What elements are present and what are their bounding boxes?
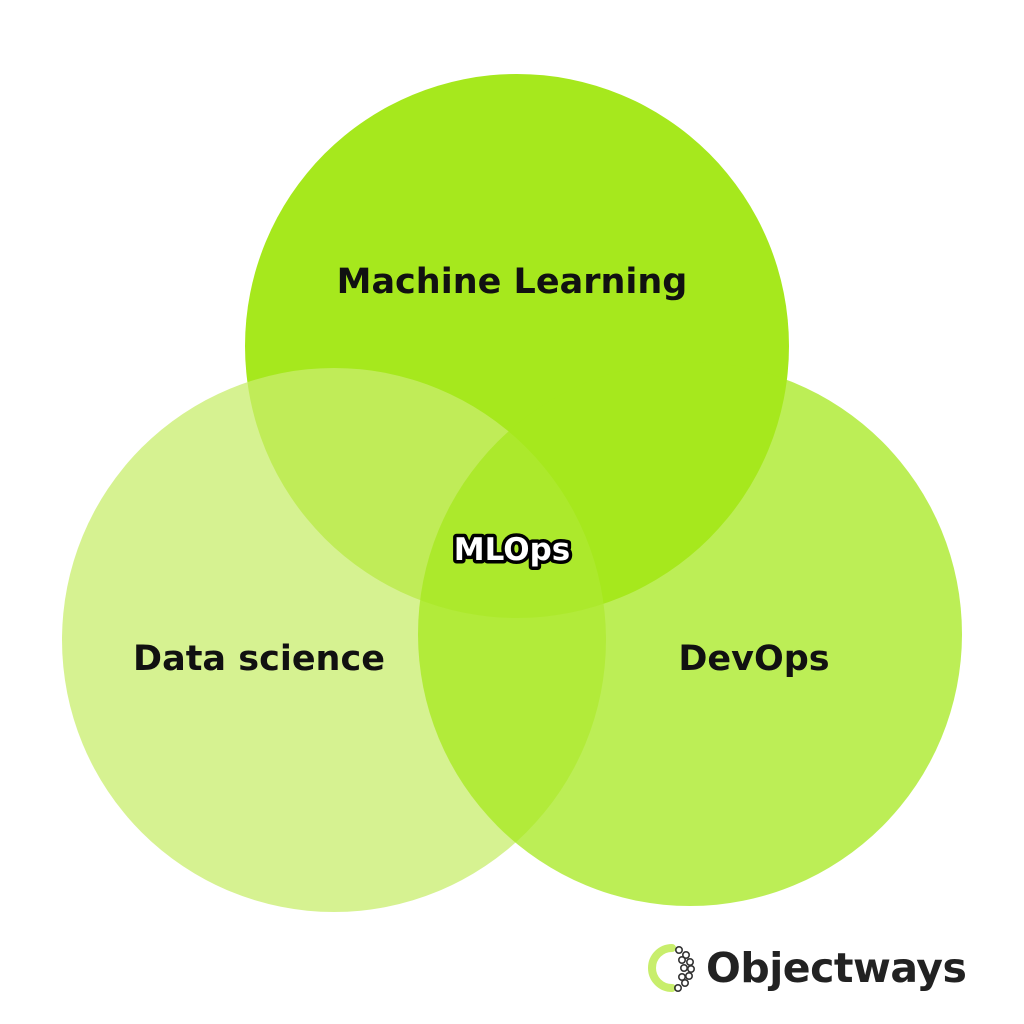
- objectways-logo: Objectways: [646, 938, 967, 998]
- set-label-machine-learning: Machine Learning: [337, 262, 688, 302]
- set-circle-devops: [418, 362, 962, 906]
- brand-name: Objectways: [706, 944, 967, 992]
- set-label-devops: DevOps: [678, 639, 829, 679]
- intersection-label-mlops: MLOps: [454, 532, 571, 568]
- set-label-data-science: Data science: [133, 639, 385, 679]
- objectways-logo-icon: [648, 944, 695, 992]
